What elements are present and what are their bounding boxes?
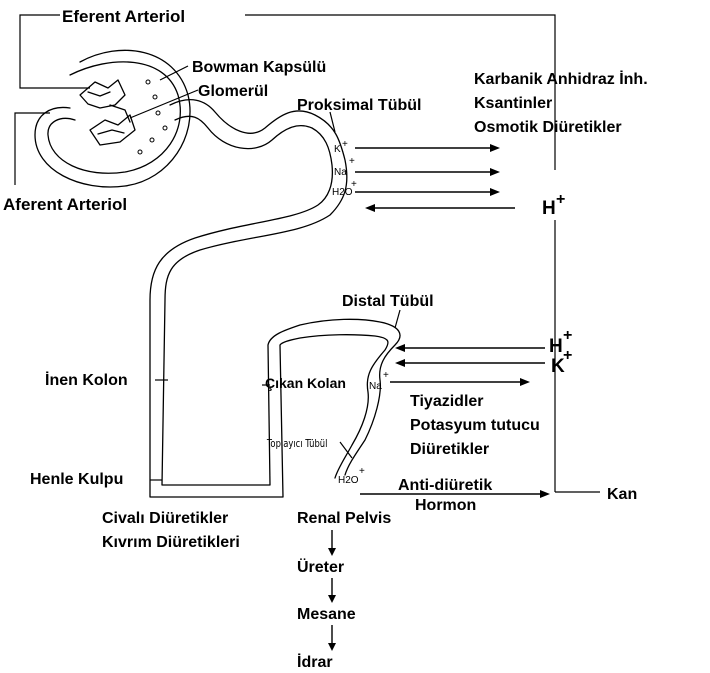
na-distal-plus: + (383, 370, 389, 381)
mercurial-diuretics-label: Civalı Diüretikler (102, 510, 228, 527)
glomerulus-label: Glomerül (198, 83, 268, 100)
k-plus-lower-label: K (551, 356, 565, 377)
k-plus-lower-sign: + (563, 347, 572, 364)
loop-of-henle-label: Henle Kulpu (30, 471, 123, 488)
blood-label: Kan (607, 486, 637, 503)
osmotic-diuretics-label: Osmotik Diüretikler (474, 119, 622, 136)
h2o-collecting-plus: + (359, 466, 365, 477)
proximal-transport-arrows (355, 144, 515, 212)
blood-vessel-line (554, 220, 600, 493)
descending-limb-label: İnen Kolon (45, 371, 128, 389)
na-distal-label: Na (369, 381, 382, 392)
renal-pelvis-label: Renal Pelvis (297, 510, 391, 527)
potassium-sparing-label-2: Diüretikler (410, 441, 489, 458)
afferent-arteriole-line (14, 112, 50, 185)
proximal-tubule-label: Proksimal Tübül (297, 97, 421, 114)
distal-tubule-label: Distal Tübül (342, 293, 434, 310)
renal-tubule (149, 99, 401, 498)
potassium-sparing-label-1: Potasyum tutucu (410, 417, 540, 434)
adh-label-1: Anti-diüretik (398, 477, 492, 494)
collecting-h2o-arrow (360, 490, 550, 498)
efferent-arteriole-lines (19, 14, 556, 170)
h2o-collecting-label: H2O (338, 475, 359, 486)
k-proximal-label: K (334, 144, 341, 155)
h-plus-lower-label: H (549, 336, 563, 357)
h-plus-upper-sign: + (556, 191, 565, 208)
adh-label-2: Hormon (415, 497, 476, 514)
h2o-proximal-plus: + (351, 179, 357, 190)
afferent-arteriole-label: Aferent Arteriol (3, 195, 127, 214)
bowman-capsule (34, 49, 191, 188)
xanthines-label: Ksantinler (474, 95, 552, 112)
ascending-limb-label: Çıkan Kolan (265, 375, 346, 391)
efferent-arteriole-label: Eferent Arteriol (62, 7, 185, 26)
carbonic-anhydrase-label: Karbanik Anhidraz İnh. (474, 70, 648, 88)
k-proximal-plus: + (342, 139, 348, 150)
h2o-proximal-label: H2O (332, 187, 353, 198)
urine-flow-arrows (328, 530, 336, 651)
loop-diuretics-label: Kıvrım Diüretikleri (102, 534, 240, 551)
na-proximal-plus: + (349, 156, 355, 167)
na-proximal-label: Na (334, 167, 347, 178)
glomerulus-tuft (79, 79, 136, 146)
distal-transport-arrows (390, 344, 545, 386)
h-plus-upper-label: H (542, 198, 556, 219)
label-pointers (129, 65, 401, 481)
h-plus-lower-sign: + (563, 327, 572, 344)
thiazides-label: Tiyazidler (410, 393, 484, 410)
urine-label: İdrar (297, 653, 333, 671)
collecting-tubule-label: Toplayıcı Tübül (266, 438, 327, 450)
bladder-label: Mesane (297, 606, 356, 623)
bowman-capsule-label: Bowman Kapsülü (192, 59, 326, 76)
ureter-label: Üreter (297, 557, 344, 576)
